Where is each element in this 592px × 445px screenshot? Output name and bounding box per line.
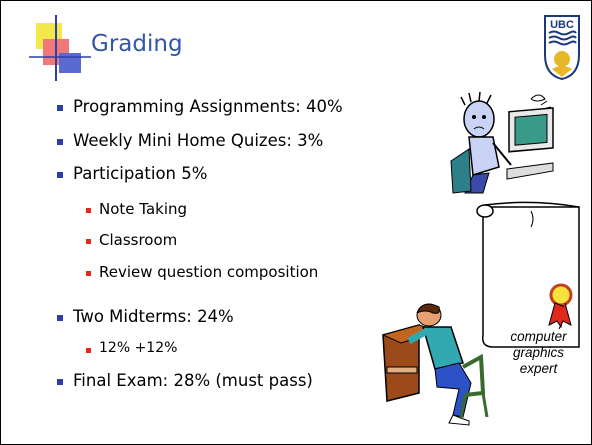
sub-bullet-square-icon <box>86 239 91 244</box>
title-decoration <box>29 15 91 81</box>
diploma-caption: computer graphics expert <box>491 329 586 377</box>
bullet-quizzes: Weekly Mini Home Quizes: 3% <box>57 131 324 150</box>
bullet-square-icon <box>57 139 63 145</box>
frustrated-programmer-icon <box>450 91 554 194</box>
sub-bullet-text: Classroom <box>99 231 178 249</box>
caption-line: expert <box>519 361 558 376</box>
sub-bullet-midterm-split: 12% +12% <box>86 340 178 356</box>
caption-line: computer <box>510 329 567 344</box>
bullet-text: Programming Assignments: 40% <box>73 97 343 116</box>
sub-bullet-review: Review question composition <box>86 263 319 281</box>
caption-line: graphics <box>512 345 565 360</box>
sub-bullet-note-taking: Note Taking <box>86 200 188 218</box>
student-at-desk-icon <box>381 303 489 426</box>
sub-bullet-classroom: Classroom <box>86 231 178 249</box>
bullet-participation: Participation 5% <box>57 164 208 183</box>
bullet-text: Final Exam: 28% (must pass) <box>73 371 313 390</box>
bullet-programming: Programming Assignments: 40% <box>57 97 343 116</box>
sub-bullet-square-icon <box>86 348 91 353</box>
bullet-square-icon <box>57 172 63 178</box>
sub-bullet-square-icon <box>86 271 91 276</box>
slide-title: Grading <box>91 31 183 57</box>
bullet-square-icon <box>57 379 63 385</box>
sub-bullet-text: Note Taking <box>99 200 188 218</box>
bullet-midterms: Two Midterms: 24% <box>57 307 234 326</box>
sub-bullet-text: 12% +12% <box>99 340 178 356</box>
bullet-text: Weekly Mini Home Quizes: 3% <box>73 131 324 150</box>
sub-bullet-square-icon <box>86 208 91 213</box>
logo-text: UBC <box>550 19 574 31</box>
diploma-scroll-icon <box>476 201 580 348</box>
ubc-logo-icon: UBC <box>544 15 580 80</box>
bullet-text: Participation 5% <box>73 164 208 183</box>
bullet-text: Two Midterms: 24% <box>73 307 234 326</box>
bullet-square-icon <box>57 315 63 321</box>
bullet-square-icon <box>57 105 63 111</box>
bullet-final-exam: Final Exam: 28% (must pass) <box>57 371 313 390</box>
sub-bullet-text: Review question composition <box>99 263 319 281</box>
